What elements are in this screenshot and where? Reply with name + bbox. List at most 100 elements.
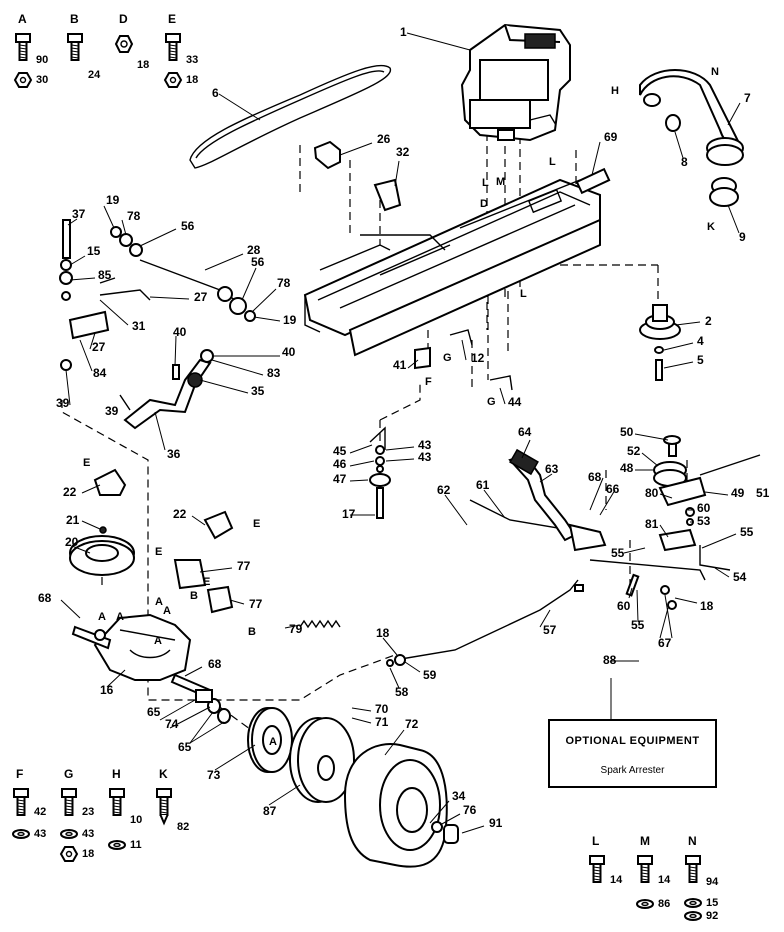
hardware-letter: F	[16, 767, 23, 781]
part-number-label: 41	[393, 358, 407, 372]
part-number-label: 56	[181, 219, 195, 233]
part-number-label: 67	[658, 636, 672, 650]
nut-icon	[163, 72, 183, 88]
part-number-label: 39	[56, 396, 70, 410]
hardware-legend: A9030B24D18E3318F4243G234318H1011K82L14M…	[12, 12, 719, 922]
hardware-ref-tag: A	[98, 611, 106, 623]
bolt-icon	[165, 33, 181, 61]
part-number-label: 54	[733, 570, 747, 584]
hardware-part-number: 24	[88, 69, 101, 81]
hardware-ref-tag: A	[155, 596, 163, 608]
hardware-ref-tag: N	[711, 66, 719, 78]
bolt-icon	[637, 855, 653, 883]
hardware-part-number: 14	[658, 874, 671, 886]
washer-icon	[108, 840, 126, 850]
part-number-label: 48	[620, 461, 634, 475]
bracket-32	[373, 178, 402, 212]
part-number-label: 6	[212, 86, 219, 100]
part-number-label: 1	[400, 25, 407, 39]
hardware-group-m: M 14 86	[636, 834, 671, 910]
hardware-ref-tag: A	[154, 635, 162, 647]
hardware-part-number: 43	[82, 828, 94, 840]
part-number-label: 17	[342, 507, 356, 521]
part-number-label: 58	[395, 685, 409, 699]
part-number-label: 43	[418, 450, 432, 464]
bolt-icon	[61, 788, 77, 816]
hardware-part-number: 86	[658, 898, 670, 910]
part-number-label: 60	[697, 501, 711, 515]
hardware-letter: K	[159, 767, 168, 781]
transaxle	[71, 613, 212, 699]
part-number-label: 60	[617, 599, 631, 613]
bolt-icon	[685, 855, 701, 883]
engine-assembly	[460, 23, 571, 142]
muffler-parts	[639, 69, 744, 207]
part-number-label: 4	[697, 334, 704, 348]
part-number-label: 69	[604, 130, 618, 144]
hardware-letter: L	[592, 834, 599, 848]
part-number-label: 20	[65, 535, 79, 549]
hardware-part-number: 11	[130, 839, 142, 851]
hardware-ref-tag: E	[253, 518, 260, 530]
part-number-label: 2	[705, 314, 712, 328]
part-number-label: 64	[518, 425, 532, 439]
part-number-label: 55	[631, 618, 645, 632]
part-number-label: 32	[396, 145, 410, 159]
part-number-label: 18	[376, 626, 390, 640]
hardware-ref-tag: F	[425, 376, 432, 388]
hardware-group-d: D18	[114, 12, 149, 71]
hardware-group-b: B24	[67, 12, 101, 81]
hardware-ref-tag: B	[190, 590, 198, 602]
hardware-part-number: 43	[34, 828, 46, 840]
part-number-label: 19	[106, 193, 120, 207]
bolt-icon	[109, 788, 125, 816]
part-number-label: 78	[277, 276, 291, 290]
part-number-label: 68	[588, 470, 602, 484]
hardware-ref-tag: L	[520, 288, 527, 300]
hardware-letter: M	[640, 834, 650, 848]
part-number-label: 71	[375, 715, 389, 729]
part-number-label: 39	[105, 404, 119, 418]
hardware-group-l: L 14	[589, 834, 623, 886]
part-number-label: 49	[731, 486, 745, 500]
bracket-26	[313, 140, 341, 170]
hardware-letter: H	[112, 767, 121, 781]
washer-icon	[60, 829, 78, 839]
hardware-letter: E	[168, 12, 176, 26]
part-number-label: 57	[543, 623, 557, 637]
bolt-icon	[15, 33, 31, 61]
part-number-label: 43	[418, 438, 432, 452]
wheel-rim	[289, 717, 355, 803]
hardware-part-number: 18	[137, 59, 149, 71]
part-number-label: 62	[437, 483, 451, 497]
bracket-77b	[206, 585, 234, 614]
hardware-part-number: 33	[186, 54, 198, 66]
part-number-label: 50	[620, 425, 634, 439]
hardware-part-number: 42	[34, 806, 46, 818]
bolt-icon	[13, 788, 29, 816]
part-number-label: 7	[744, 91, 751, 105]
hardware-ref-tag: E	[83, 457, 90, 469]
part-number-label: 37	[72, 207, 86, 221]
hardware-part-number: 14	[610, 874, 623, 886]
bolt-icon	[589, 855, 605, 883]
part-number-label: 91	[489, 816, 503, 830]
part-number-label: 73	[207, 768, 221, 782]
part-number-label: 61	[476, 478, 490, 492]
leader-lines	[60, 32, 741, 834]
hardware-group-k: K82	[156, 767, 189, 833]
part-number-label: 51	[756, 486, 770, 500]
hardware-ref-tag: A	[116, 611, 124, 623]
engine-pulley	[639, 304, 681, 381]
part-number-label: 9	[739, 230, 746, 244]
bracket-77a	[173, 559, 207, 590]
part-number-label: 12	[471, 351, 485, 365]
hardware-part-number: 94	[706, 876, 719, 888]
hardware-ref-tag: L	[482, 177, 489, 189]
hardware-ref-tag: A	[163, 605, 171, 617]
hardware-part-number: 30	[36, 74, 48, 86]
part-number-label: 55	[611, 546, 625, 560]
